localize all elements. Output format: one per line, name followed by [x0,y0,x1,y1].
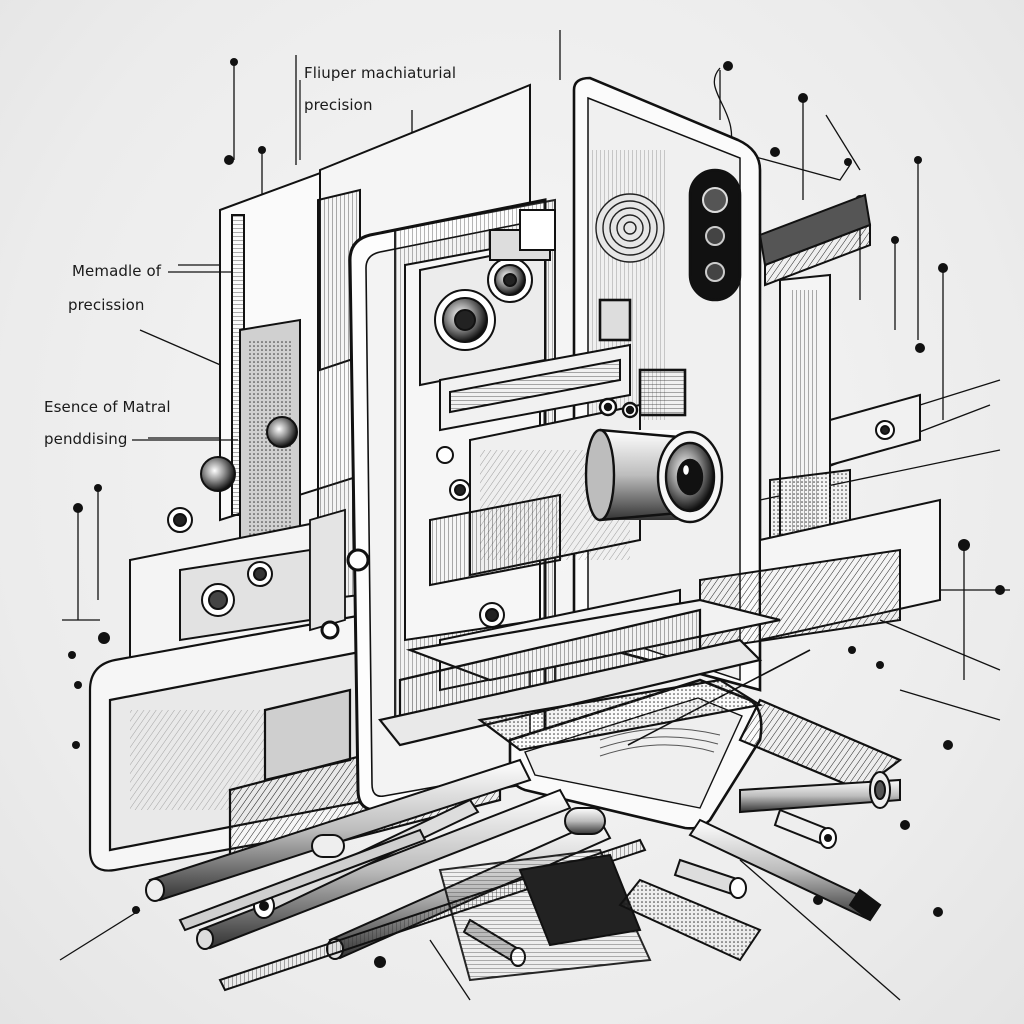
annotation-top-line2: precision [304,96,373,114]
rail-platform [378,598,903,792]
camera-module-icon [595,193,665,263]
camera-lens-cylinder [584,397,724,524]
rod-bundle [145,758,901,992]
camera-lens-icon [434,257,533,351]
annotation-middle-line1: Memadle of [72,262,162,280]
annotation-lower-line2: penddising [44,430,128,448]
label-leaders [132,80,301,441]
annotation-middle-line2: precission [68,296,145,314]
annotation-top-line1: Fliuper machiaturial [304,64,457,82]
annotation-lower-line1: Esence of Matral [44,398,171,416]
